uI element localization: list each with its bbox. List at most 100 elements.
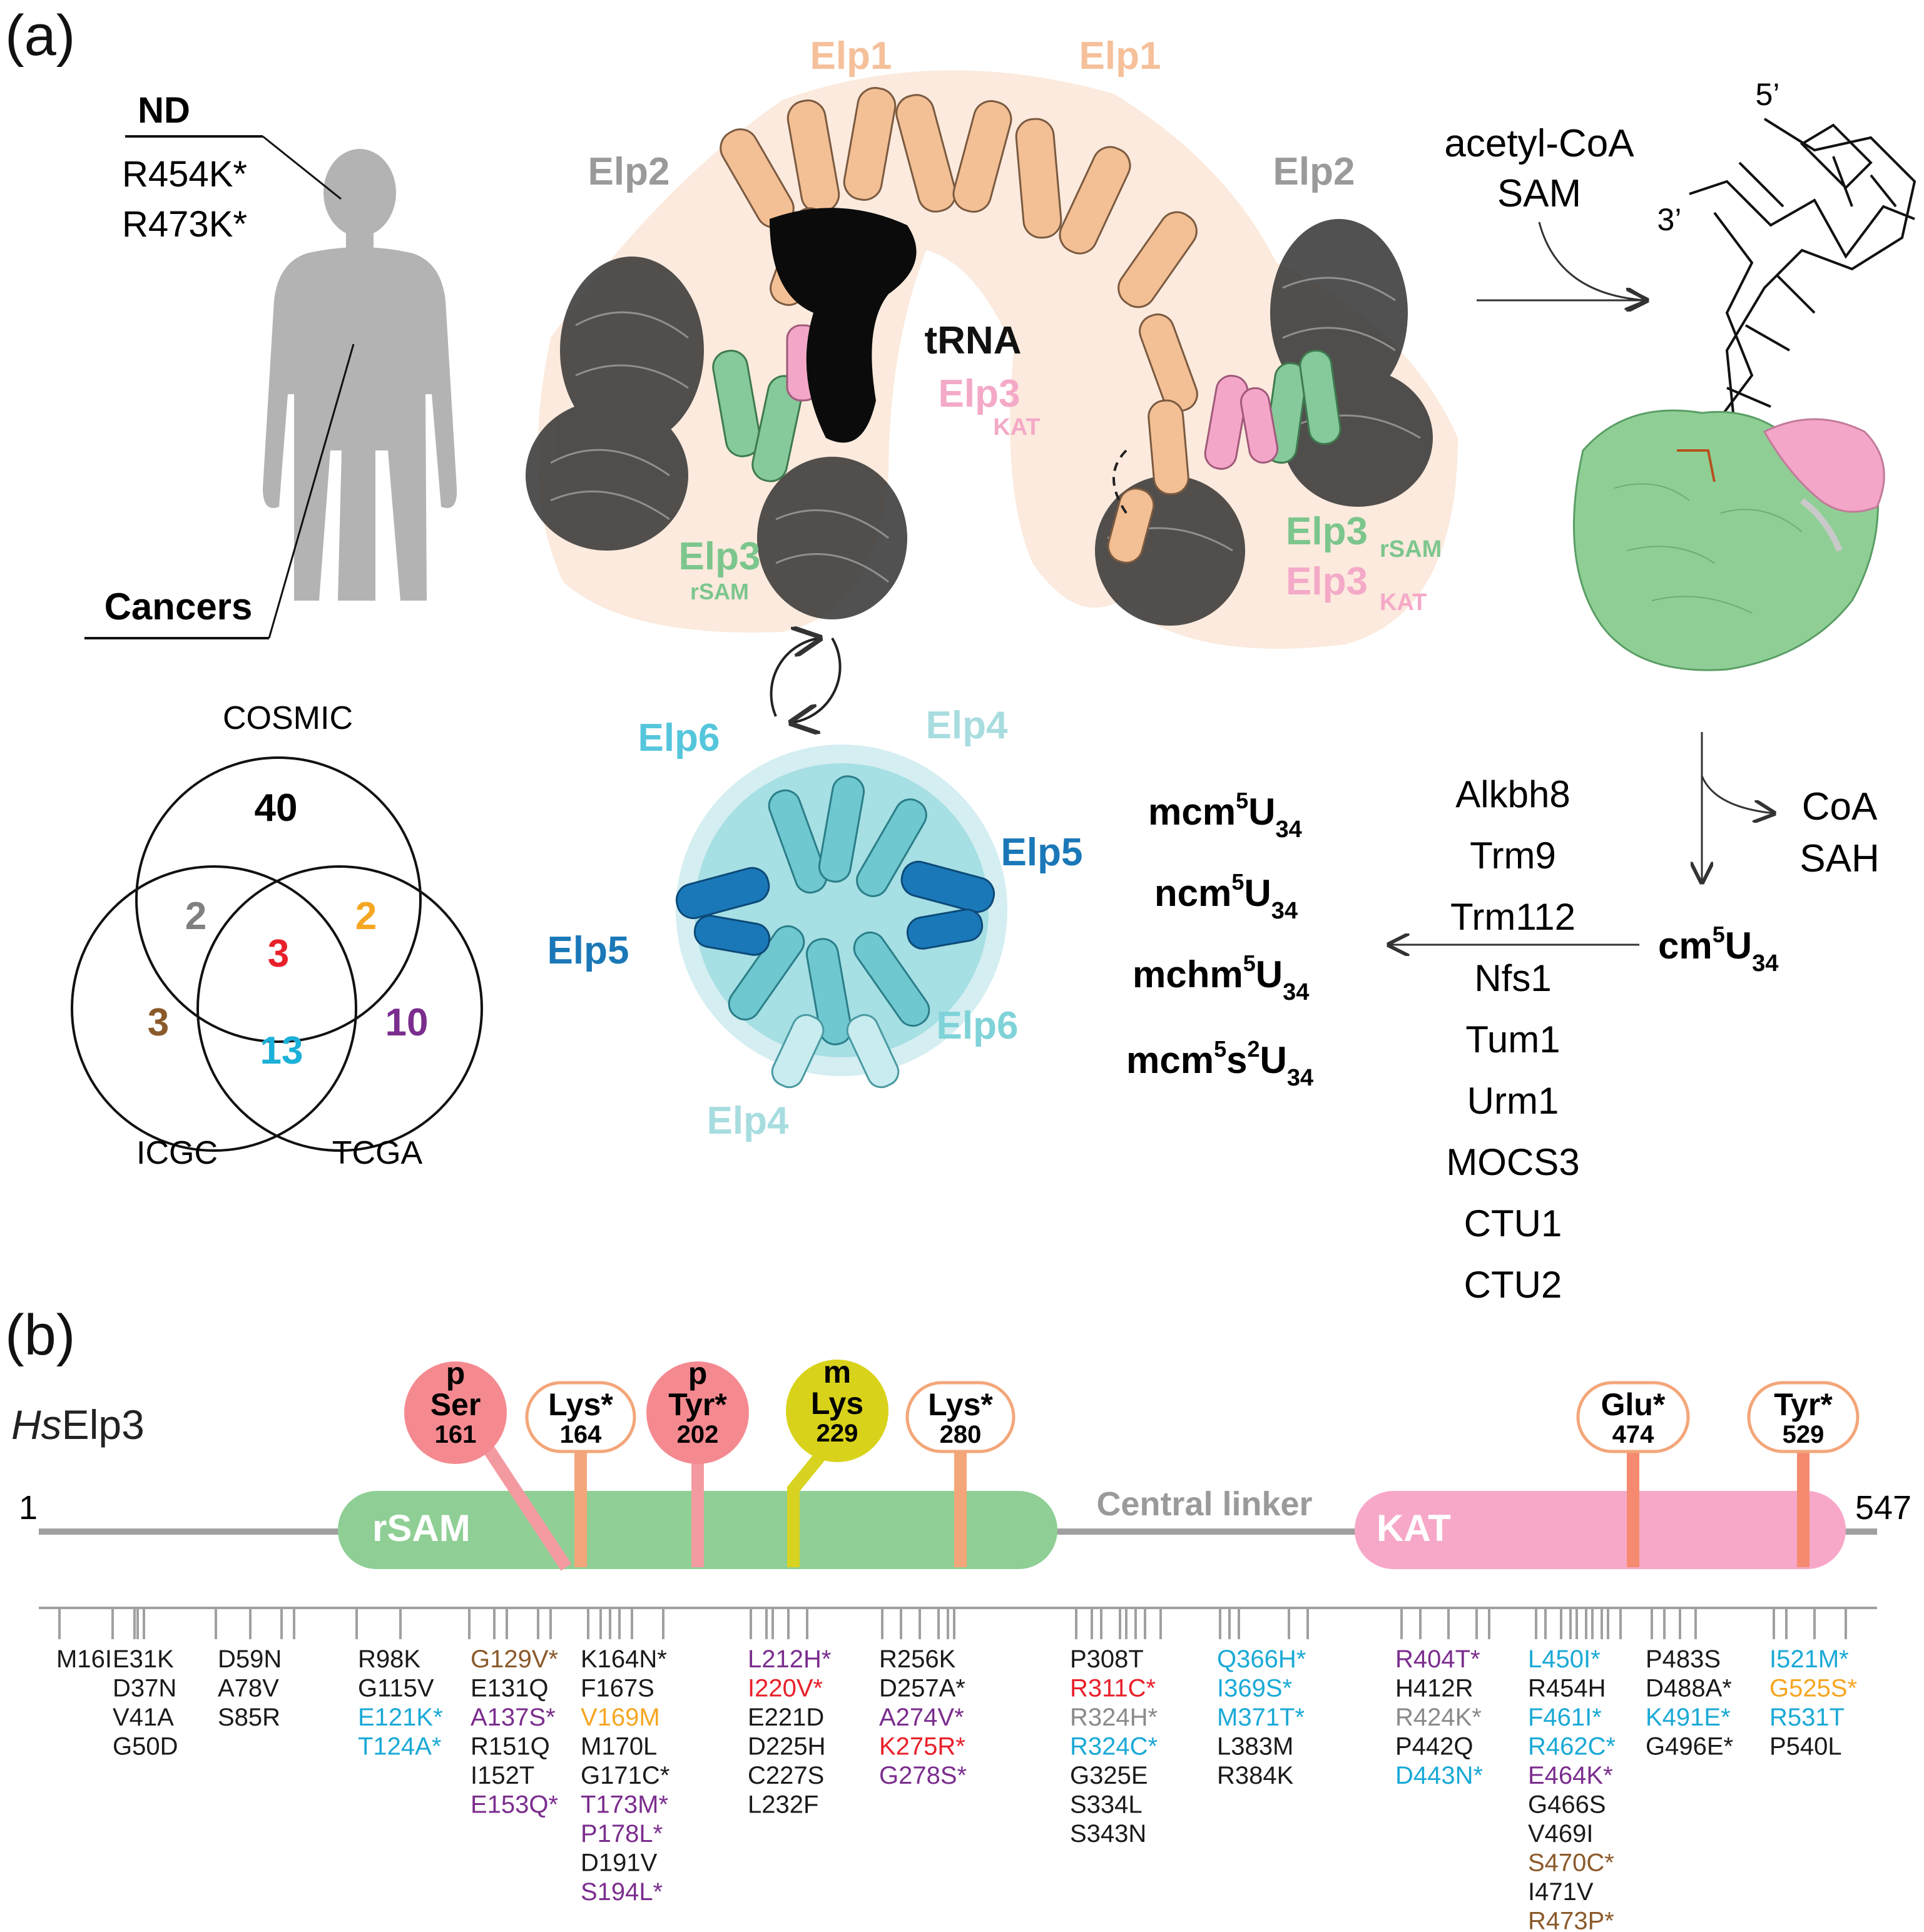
label-elp3-rsam-left: Elp3 [679, 535, 761, 578]
mutation-label: F167S [581, 1675, 654, 1702]
label-elp3-kat-right: Elp3 [1286, 560, 1368, 603]
mutation-label: K164N* [581, 1645, 667, 1673]
enzyme-nfs1: Nfs1 [1474, 957, 1551, 999]
mutation-label: E31K [113, 1645, 174, 1673]
mutation-label: G278S* [879, 1762, 967, 1789]
label-elp5-right: Elp5 [1001, 831, 1083, 874]
mutation-label: D443N* [1395, 1762, 1483, 1789]
mutation-label: L450I* [1528, 1645, 1601, 1673]
enzyme-trm9: Trm9 [1470, 835, 1556, 877]
venn-circle-cosmic [135, 756, 422, 1043]
mutation-label: R404T* [1395, 1645, 1480, 1673]
enzyme-tum1: Tum1 [1465, 1019, 1560, 1060]
product-mcm5u34: mcm5U34 [1148, 788, 1302, 843]
protein-name: HsElp3 [11, 1401, 145, 1448]
ptm-site-lys164: Lys* 164 [525, 1381, 636, 1567]
mutation-label: D225H [748, 1733, 826, 1761]
human-silhouette-icon [263, 149, 457, 601]
elp456-ring-illustration [675, 745, 1007, 1089]
mutation-label: E131Q [471, 1675, 549, 1702]
venn-count-icgc-tcga: 13 [260, 1029, 303, 1072]
mutation-label: P308T [1070, 1645, 1144, 1673]
label-elp3-kat-right-sub: KAT [1380, 589, 1427, 616]
domain-rsam-label: rSAM [372, 1507, 471, 1549]
mutation-label: G50D [113, 1733, 178, 1761]
mutation-label: D257A* [879, 1675, 965, 1702]
mutation-label: V169M [581, 1704, 660, 1731]
ptm-lys280-residue: Lys* [928, 1387, 993, 1422]
venn-count-tcga-only: 10 [385, 1001, 429, 1044]
panel-b-label: (b) [5, 1303, 75, 1367]
ptm-lys229-residue: Lys [811, 1386, 863, 1421]
venn-label-tcga: TCGA [332, 1135, 423, 1171]
byproduct-coa: CoA [1802, 785, 1878, 828]
mutation-label: M16I [56, 1645, 112, 1673]
mutation-label: L212H* [748, 1645, 831, 1673]
mutation-label: D488A* [1646, 1675, 1732, 1702]
mutation-label: S194L* [581, 1878, 663, 1906]
mutation-label: L383M [1217, 1733, 1293, 1761]
trna-5prime-label: 5’ [1756, 77, 1780, 112]
mutation-label: R462C* [1528, 1733, 1616, 1761]
ptm-site-lys229: m Lys 229 [786, 1355, 888, 1567]
mutation-label: S470C* [1528, 1849, 1614, 1877]
ptm-site-ser161: p Ser 161 [404, 1356, 572, 1571]
ptm-tyr202-position: 202 [677, 1421, 719, 1448]
mutation-label: F461I* [1528, 1704, 1602, 1731]
mutation-label: T173M* [581, 1791, 668, 1819]
mutation-label: A137S* [471, 1704, 556, 1731]
mutation-label: R473P* [1528, 1908, 1614, 1932]
mutation-label: V469I [1528, 1820, 1594, 1848]
domain-kat [1355, 1491, 1846, 1569]
venn-count-cosmic-icgc: 2 [185, 895, 206, 938]
mutation-label: D37N [113, 1675, 176, 1702]
mutation-label: P442Q [1395, 1733, 1474, 1761]
venn-circle-tcga [196, 865, 483, 1152]
protein-end: 547 [1855, 1489, 1911, 1527]
mutation-label: G171C* [581, 1762, 669, 1789]
product-list: mcm5U34 ncm5U34 mchm5U34 mcm5s2U34 [1126, 788, 1313, 1091]
byproduct-sah: SAH [1799, 837, 1879, 880]
ptm-lys164-residue: Lys* [548, 1387, 613, 1422]
mutation-label: R454H [1528, 1675, 1606, 1702]
modification-cm5u34: cm5U34 [1658, 922, 1778, 977]
ptm-tyr202-mod: p [688, 1356, 708, 1391]
ptm-tyr529-residue: Tyr* [1774, 1387, 1833, 1422]
venn-diagram [71, 756, 483, 1152]
label-elp5-left: Elp5 [547, 929, 629, 972]
panel-a-label: (a) [5, 4, 75, 68]
mutation-label: G466S [1528, 1791, 1606, 1819]
mutation-label: P483S [1646, 1645, 1721, 1673]
label-elp1-left: Elp1 [810, 34, 892, 78]
mutation-label: L232F [748, 1791, 818, 1819]
mutation-label: R324H* [1070, 1704, 1158, 1731]
nd-title: ND [138, 90, 190, 131]
label-elp2-left: Elp2 [588, 150, 670, 193]
ptm-ser161-position: 161 [435, 1421, 477, 1448]
mutation-label: S334L [1070, 1791, 1143, 1819]
mutation-label: R311C* [1070, 1675, 1156, 1702]
label-elp4-top: Elp4 [926, 704, 1008, 747]
mutation-label: M371T* [1217, 1704, 1305, 1731]
enzyme-mocs3: MOCS3 [1446, 1141, 1579, 1183]
mutation-label: K275R* [879, 1733, 965, 1761]
label-elp4-bottom: Elp4 [707, 1099, 789, 1142]
product-ncm5u34: ncm5U34 [1154, 869, 1298, 924]
ptm-site-tyr529: Tyr* 529 [1747, 1381, 1860, 1567]
mutation-label: E221D [748, 1704, 824, 1731]
mutation-label: D59N [218, 1645, 282, 1673]
mutation-label: H412R [1395, 1675, 1474, 1702]
byproduct-arrow-icon [1701, 775, 1774, 813]
nd-mutation-1: R454K* [122, 154, 247, 195]
venn-count-icgc-only: 3 [148, 1001, 169, 1044]
label-elp3-rsam-left-sub: rSAM [690, 579, 749, 604]
venn-count-cosmic-only: 40 [255, 786, 298, 830]
mutation-label: M170L [581, 1733, 657, 1761]
mutation-label: V41A [113, 1704, 174, 1731]
mutation-label: A78V [218, 1675, 279, 1702]
mutation-label: R384K [1217, 1762, 1294, 1789]
mutation-label: R256K [879, 1645, 956, 1673]
mutation-label: R151Q [471, 1733, 550, 1761]
